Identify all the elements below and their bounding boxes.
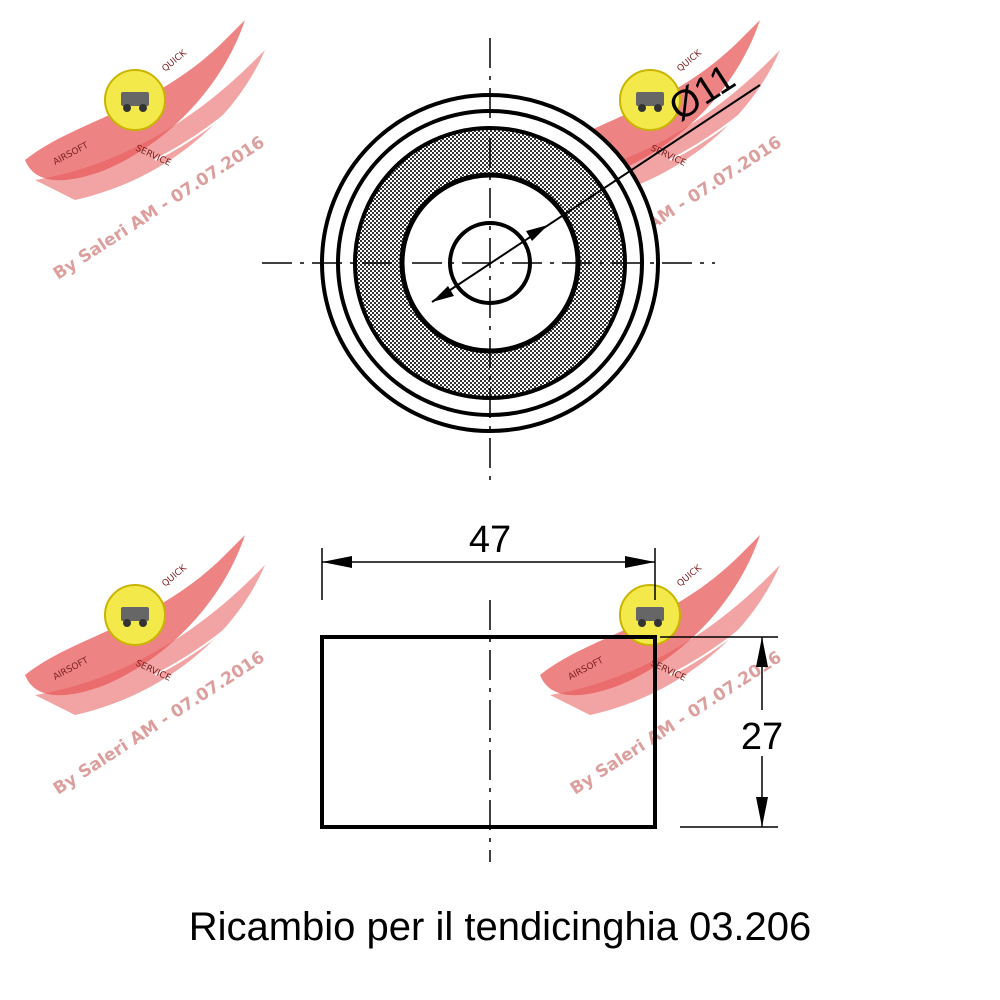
dimension-arrowhead [756,797,768,827]
watermark-logo-word: QUICK [161,563,190,590]
outer-diameter-label: 47 [469,519,511,561]
side-view: 47 27 [320,519,792,862]
watermark-logo-word: QUICK [161,48,190,75]
watermark-bottom-left: AIRSOFT SERVICE QUICK By Saleri AM - 07.… [24,534,276,799]
caption: Ricambio per il tendicinghia 03.206 [188,905,812,949]
dimension-arrowhead [756,637,768,667]
dimension-label-background [732,710,792,756]
front-view: Ø11 [262,38,761,485]
leader-arrowhead [432,286,454,302]
watermark-logo-word: QUICK [676,563,705,590]
dimension-arrowhead [322,556,352,568]
dimension-arrowhead [625,556,655,568]
leader-arrowhead [526,225,548,241]
width-label: 27 [741,716,783,758]
watermark-top-left: AIRSOFT SERVICE QUICK By Saleri AM - 07.… [24,19,276,284]
watermark-bottom-right: AIRSOFT SERVICE QUICK By Saleri AM - 07.… [539,534,791,799]
bore-diameter-leader [431,84,761,303]
pulley-side-profile [320,635,657,829]
